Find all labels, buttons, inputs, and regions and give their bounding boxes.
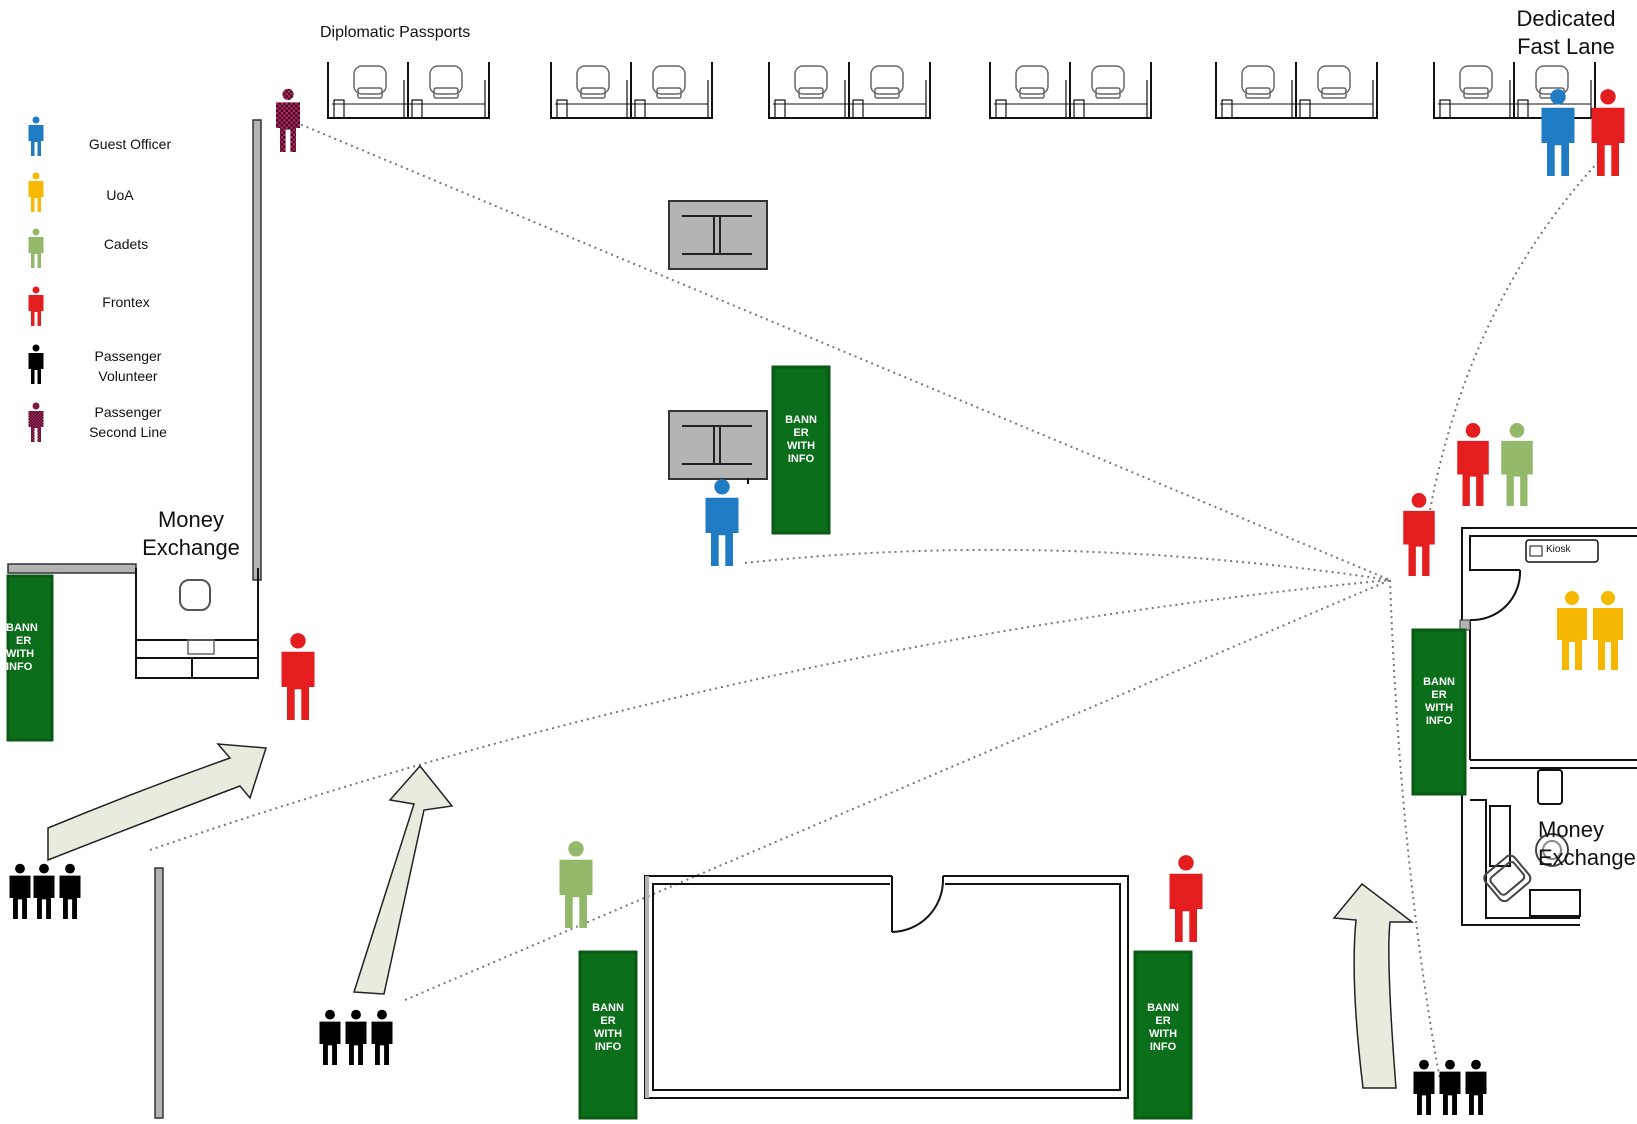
cadets-icon (28, 228, 44, 268)
passenger-volunteer-figure (33, 863, 55, 919)
legend-figures (28, 116, 44, 442)
legend-guest-officer: Guest Officer (88, 136, 172, 152)
passenger-volunteer-figure (1439, 1059, 1461, 1115)
guest-officer-figure (1541, 89, 1575, 176)
desk-lower (668, 410, 768, 480)
money-exchange-left-label: Money Exchange (142, 507, 240, 560)
cadet-figure (1501, 423, 1533, 506)
frontex-figure (281, 633, 315, 720)
kiosk-label: Kiosk (1546, 544, 1571, 555)
passenger-volunteer-icon (28, 344, 44, 384)
frontex-figure (1403, 493, 1435, 576)
passenger-volunteer-figure (9, 863, 31, 919)
passenger-volunteer-figure (1413, 1059, 1435, 1115)
desk-upper (668, 200, 768, 270)
passenger-volunteer-figure (319, 1009, 341, 1065)
passport-booths (327, 61, 1596, 119)
passenger-second-line-figure (276, 88, 300, 152)
passenger-volunteer-figure (59, 863, 81, 919)
cadet-figure (559, 841, 593, 928)
uoa-figure (1557, 591, 1587, 670)
uoa-figure (1593, 591, 1623, 670)
money-exchange-right-label: Money Exchange (1538, 817, 1636, 870)
flow-arrows (47, 743, 1415, 1089)
passenger-second-line-icon (28, 402, 44, 442)
frontex-figure (1169, 855, 1203, 942)
guest-officer-icon (28, 116, 44, 156)
passenger-volunteer-figure (345, 1009, 367, 1065)
legend-uoa: UoA (106, 187, 134, 203)
sight-lines (149, 119, 1601, 1081)
passenger-volunteer-figure (371, 1009, 393, 1065)
frontex-icon (28, 286, 44, 326)
legend-passenger-second-line: Passenger Second Line (89, 404, 167, 440)
banners (6, 365, 1467, 1120)
legend-frontex: Frontex (102, 294, 150, 310)
uoa-icon (28, 172, 44, 212)
legend-cadets: Cadets (103, 236, 149, 252)
legend-passenger-volunteer: Passenger Volunteer (94, 348, 162, 384)
guest-officer-figure (705, 479, 739, 566)
passenger-volunteer-figure (1465, 1059, 1487, 1115)
diplomatic-passports-label: Diplomatic Passports (320, 24, 471, 41)
walls (7, 119, 1637, 1119)
frontex-figure (1591, 89, 1625, 176)
dedicated-fast-lane-label: Dedicated Fast Lane (1516, 6, 1616, 59)
frontex-figure (1457, 423, 1489, 506)
